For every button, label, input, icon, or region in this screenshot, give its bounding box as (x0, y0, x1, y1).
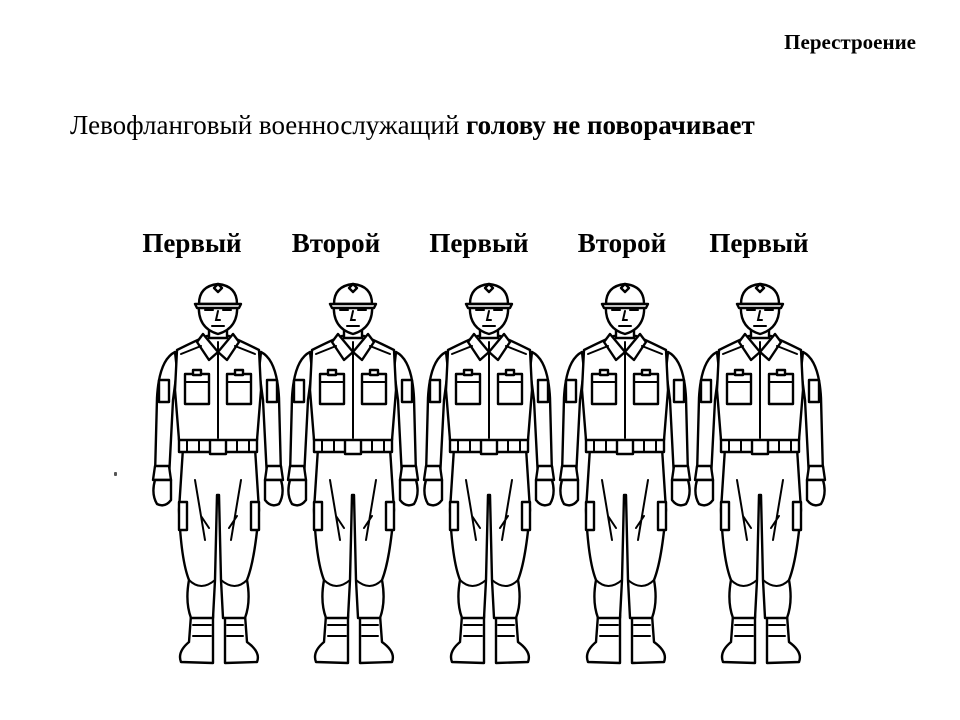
soldier-figure-1 (143, 280, 293, 680)
label-first-2: Первый (429, 228, 529, 258)
label-first-1: Первый (142, 228, 242, 258)
slide-caption: Левофланговый военнослужащий голову не п… (70, 110, 755, 141)
soldier-figure-4 (550, 280, 700, 680)
slide-header: Перестроение (784, 30, 916, 54)
soldier-figure-5 (685, 280, 835, 680)
label-second-2: Второй (577, 228, 667, 258)
caption-emphasis: голову не поворачивает (466, 110, 755, 140)
soldier-figure-3 (414, 280, 564, 680)
rank-labels: Первый Второй Первый Второй Первый (0, 228, 960, 268)
soldier-figure-2 (278, 280, 428, 680)
label-first-3: Первый (709, 228, 809, 258)
label-second-1: Второй (291, 228, 381, 258)
soldiers-row (0, 280, 960, 680)
caption-text: Левофланговый военнослужащий (70, 110, 467, 140)
stray-mark (114, 472, 117, 476)
